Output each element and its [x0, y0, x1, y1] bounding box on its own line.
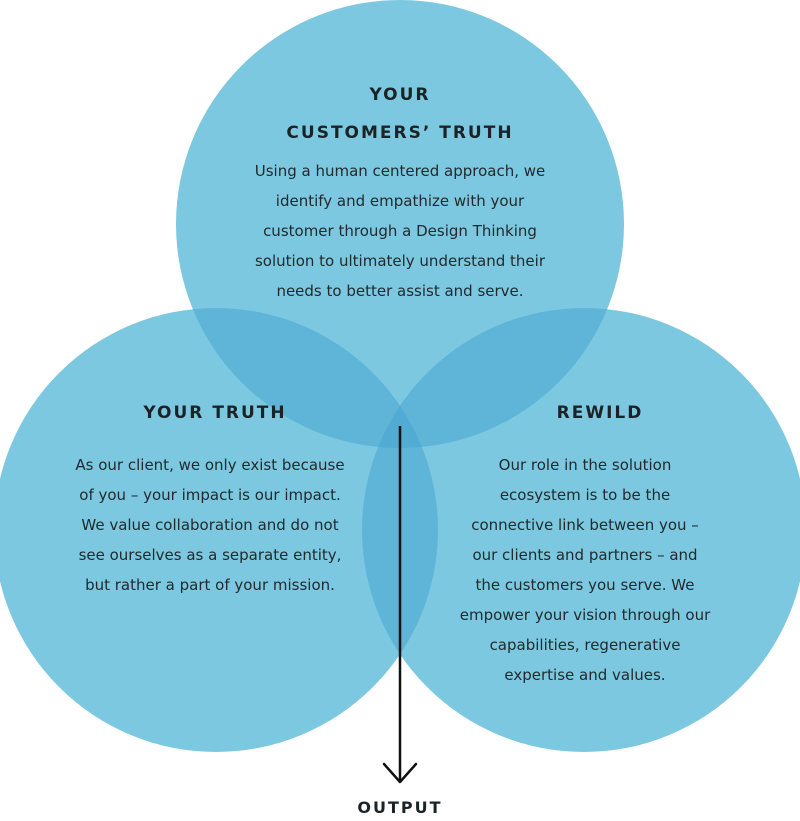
- description-line: identify and empathize with your: [275, 192, 525, 210]
- description-line: see ourselves as a separate entity,: [78, 546, 342, 564]
- description-line: ecosystem is to be the: [499, 486, 671, 504]
- heading-line: YOUR: [369, 85, 431, 105]
- your-truth-description: As our client, we only exist because of …: [30, 450, 390, 600]
- description-line: Using a human centered approach, we: [254, 162, 546, 180]
- description-line: Our role in the solution: [498, 456, 672, 474]
- description-line: of you – your impact is our impact.: [79, 486, 341, 504]
- description-line: We value collaboration and do not: [81, 516, 339, 534]
- rewild-description: Our role in the solution ecosystem is to…: [430, 450, 740, 690]
- description-line: the customers you serve. We: [475, 576, 695, 594]
- overlap-top-left: [176, 308, 438, 448]
- arrow-head: [382, 762, 418, 784]
- output-label: OUTPUT: [357, 798, 443, 817]
- description-line: our clients and partners – and: [472, 546, 698, 564]
- heading-line: CUSTOMERS’ TRUTH: [286, 123, 514, 143]
- customers-truth-heading: YOUR CUSTOMERS’ TRUTH: [200, 76, 600, 152]
- customers-truth-description: Using a human centered approach, we iden…: [210, 156, 590, 306]
- your-truth-heading: YOUR TRUTH: [143, 403, 287, 423]
- description-line: customer through a Design Thinking: [263, 222, 537, 240]
- description-line: but rather a part of your mission.: [85, 576, 335, 594]
- rewild-heading: REWILD: [556, 403, 644, 423]
- description-line: As our client, we only exist because: [75, 456, 345, 474]
- description-line: empower your vision through our: [459, 606, 711, 624]
- down-arrow-icon: [382, 426, 418, 784]
- description-line: capabilities, regenerative: [489, 636, 681, 654]
- description-line: solution to ultimately understand their: [254, 252, 545, 270]
- description-line: expertise and values.: [504, 666, 666, 684]
- description-line: connective link between you –: [471, 516, 699, 534]
- description-line: needs to better assist and serve.: [276, 282, 524, 300]
- overlap-top-right: [362, 308, 624, 448]
